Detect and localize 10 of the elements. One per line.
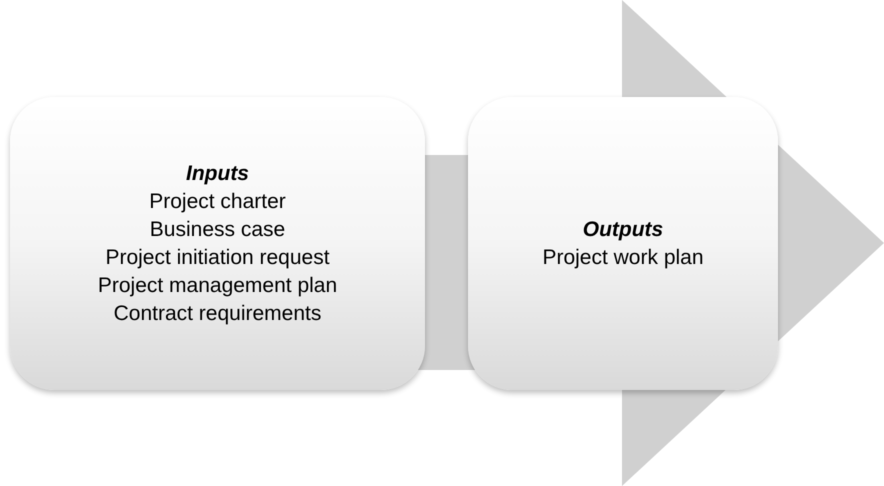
list-item: Contract requirements (114, 300, 322, 326)
list-item: Project management plan (98, 272, 338, 298)
list-item: Project initiation request (105, 244, 330, 270)
rounded-box (10, 97, 425, 390)
box-heading: Inputs (186, 160, 249, 186)
list-item: Business case (150, 216, 286, 242)
list-item: Project work plan (542, 244, 704, 270)
rounded-box (468, 97, 778, 390)
box-heading: Outputs (582, 216, 664, 242)
list-item: Project charter (149, 188, 286, 214)
